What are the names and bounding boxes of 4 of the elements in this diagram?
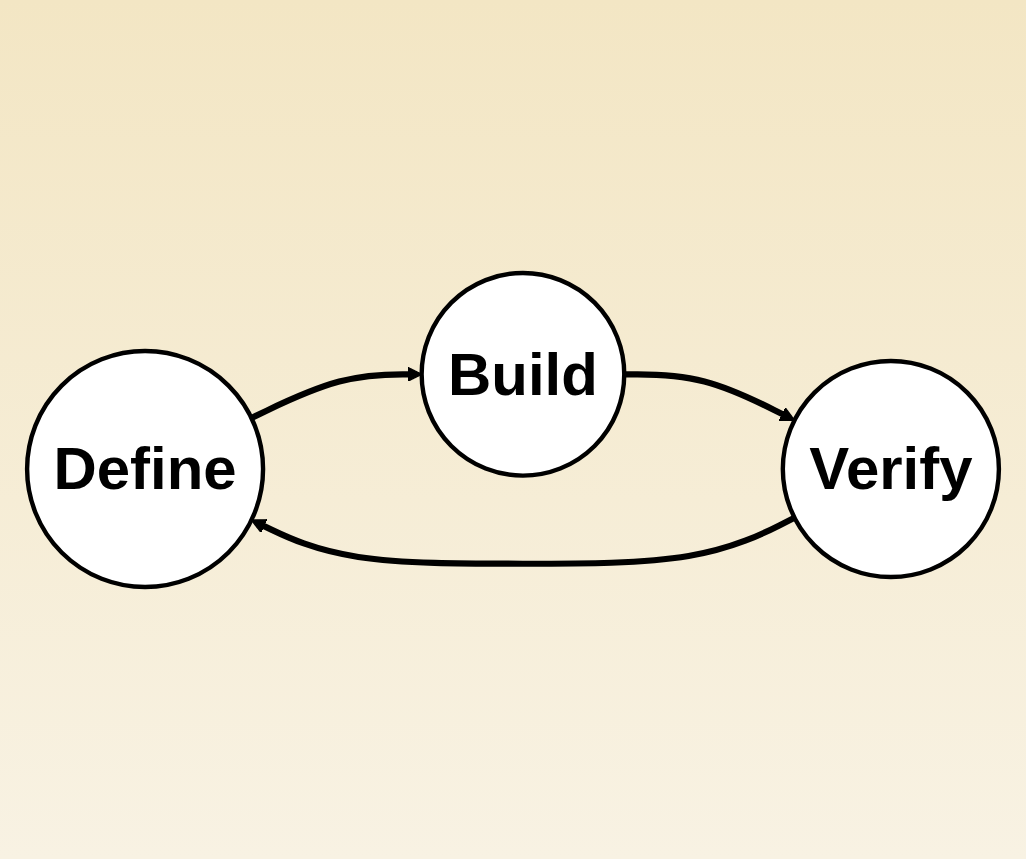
arrow — [250, 514, 796, 567]
node-circle: Build — [419, 270, 627, 478]
node-circle: Verify — [780, 358, 1002, 579]
node-circle: Define — [24, 348, 266, 589]
